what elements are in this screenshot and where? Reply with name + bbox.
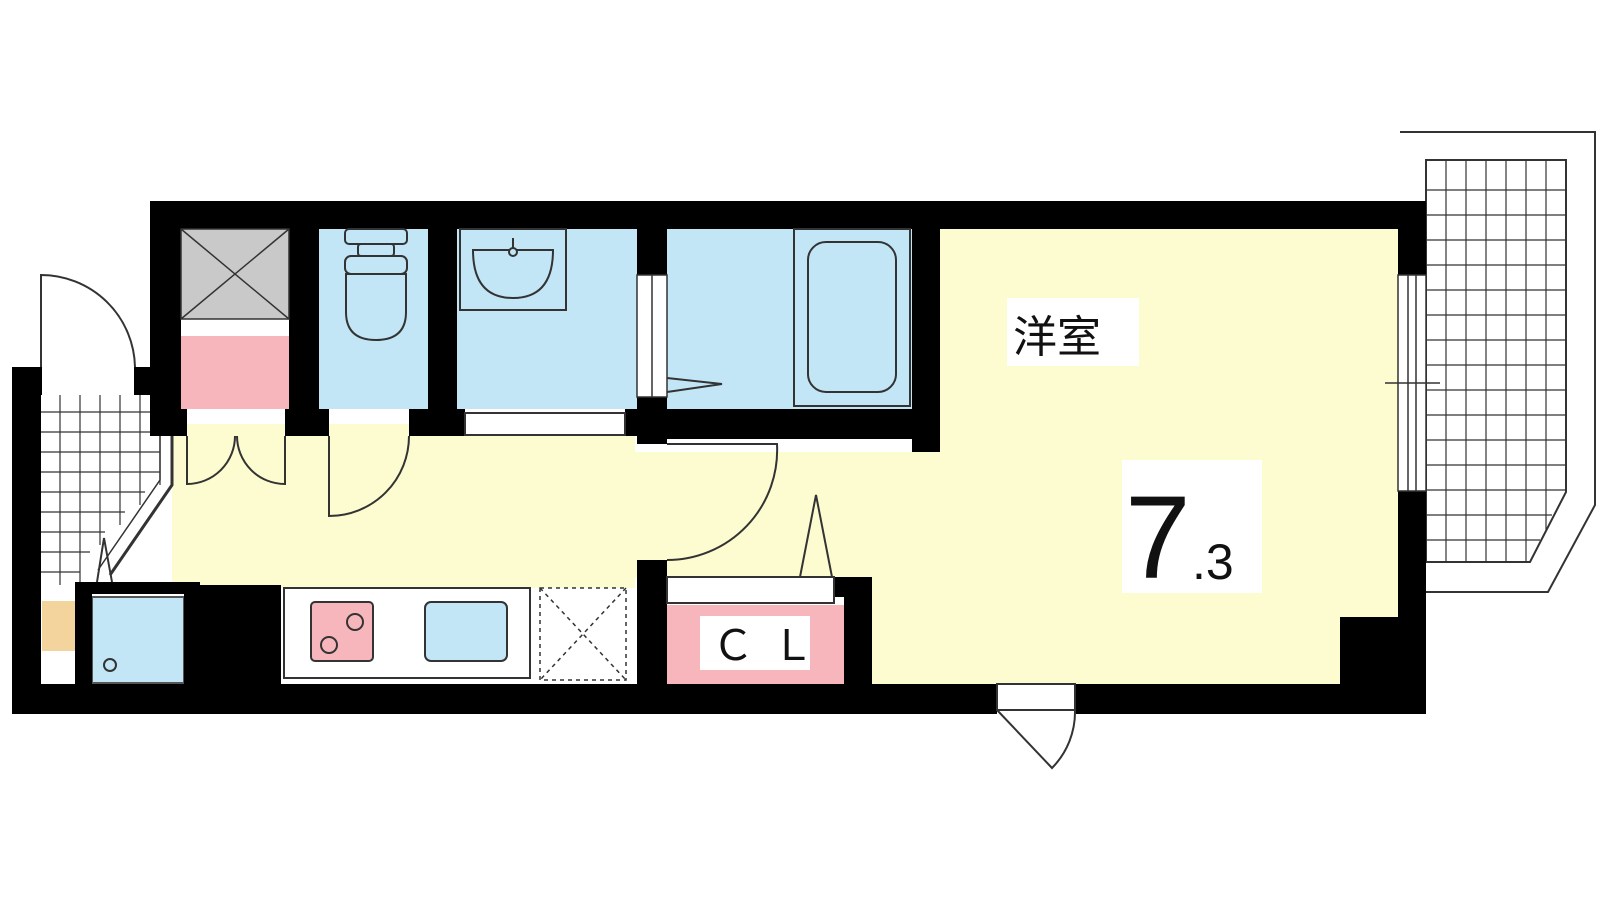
- bath-door: [666, 377, 723, 393]
- burner-icon: [320, 636, 338, 654]
- entrance-step-line-inner: [97, 424, 161, 571]
- entrance-door: [40, 273, 136, 368]
- doors: [40, 273, 1077, 770]
- wall-washer-top: [75, 582, 200, 594]
- stove-icon: [310, 601, 374, 662]
- kitchen-counter: [283, 587, 531, 679]
- corridor-floor: [172, 424, 635, 588]
- shoe-box: [42, 601, 75, 651]
- wall-top: [150, 201, 1426, 229]
- wall-wet-bottom-c: [409, 409, 465, 436]
- wall-entry-top: [12, 367, 42, 395]
- room-name-bg: [1007, 298, 1139, 366]
- storage-cross: [180, 228, 290, 320]
- room-size-bg: [1122, 460, 1262, 593]
- closet-shelf: [666, 576, 835, 604]
- closet-label-bg: [700, 616, 810, 670]
- pink-shelf: [181, 336, 289, 409]
- wall-left: [12, 367, 41, 714]
- storage-door-left: [186, 435, 236, 486]
- sink-icon: [424, 601, 508, 662]
- bottom-door-frame: [996, 683, 1076, 711]
- washer-pan: [91, 596, 185, 684]
- entrance-step-line: [108, 424, 174, 576]
- walls: [12, 201, 1426, 714]
- bottom-door: [996, 709, 1077, 770]
- closet-door: [799, 494, 833, 578]
- closet-label: ＣＬ: [712, 622, 832, 669]
- wall-wet-bottom-b: [285, 409, 329, 436]
- burner-icon: [346, 613, 364, 631]
- balcony: [1400, 131, 1596, 593]
- room-size-decimal: .3: [1192, 534, 1234, 590]
- wall-toilet-wash: [428, 229, 457, 436]
- bathtub-icon: [793, 228, 911, 407]
- room-name: 洋室: [1013, 312, 1101, 363]
- wall-bottom-left: [12, 684, 997, 714]
- wall-corridor-room-bottom: [637, 560, 667, 714]
- balcony-inner: [1425, 159, 1567, 563]
- entrance-tile-floor: [41, 395, 165, 585]
- wall-right-pillar: [1340, 617, 1398, 687]
- toilet-door: [328, 435, 410, 518]
- fridge-space: [539, 587, 627, 681]
- wall-washer-side: [184, 585, 281, 687]
- toilet-icon: [344, 228, 408, 342]
- wall-storage-toilet: [289, 229, 319, 436]
- windows: [636, 274, 1440, 492]
- wall-wet-bottom-a: [150, 409, 187, 436]
- wall-left-upper: [150, 201, 181, 436]
- wall-bottom-right: [1075, 684, 1426, 714]
- wall-corridor-room-top: [637, 409, 667, 444]
- washroom-door: [464, 412, 626, 436]
- wall-wash-bath-top: [637, 229, 667, 275]
- wall-closet-top-right: [834, 577, 872, 597]
- room-size-main: 7: [1125, 472, 1191, 604]
- wash-basin-icon: [459, 228, 567, 311]
- labels: 洋室 7 .3 ＣＬ: [700, 298, 1262, 670]
- room-door: [666, 443, 779, 562]
- storage-door-right: [236, 435, 286, 486]
- drain-icon: [103, 658, 117, 672]
- wall-right-lower: [1398, 491, 1426, 714]
- balcony-tile-grid: [1426, 160, 1566, 562]
- wall-shoe-divider: [75, 582, 92, 687]
- wall-bath-bottom: [667, 409, 940, 439]
- wall-right-upper: [1398, 201, 1426, 275]
- washer-door: [96, 537, 113, 583]
